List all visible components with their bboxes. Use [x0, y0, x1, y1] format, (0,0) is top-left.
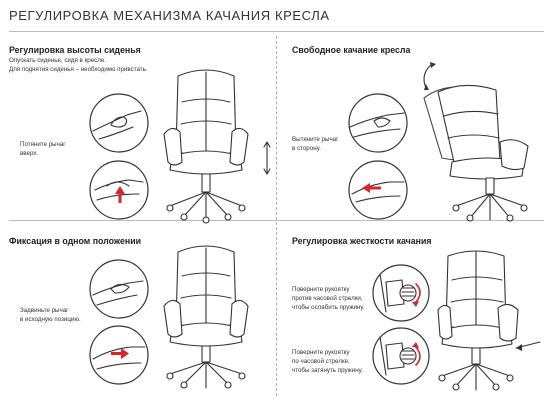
tension-loosen-line3: чтобы ослабить пружину. [292, 304, 365, 311]
section-heading-free-swing: Свободное качание кресла [292, 45, 411, 55]
swing-lever-detail-icon [348, 93, 408, 153]
tension-loosen-line2: против часовой стрелки, [292, 295, 363, 302]
section-divider-vertical [276, 36, 277, 396]
tension-loosen-line1: Поверните рукоятку [292, 286, 350, 293]
lever-detail-icon [89, 93, 149, 153]
lock-lever-detail-icon [89, 259, 149, 319]
section-heading-height: Регулировка высоты сиденья [9, 45, 141, 55]
tension-tighten-line1: Поверните рукоятку [292, 349, 350, 356]
knob-loosen-detail-icon [372, 264, 430, 322]
lock-lever-in-detail-icon [89, 325, 149, 385]
free-swing-instruction-line2: в сторону. [292, 145, 321, 152]
office-chair-icon [163, 69, 249, 224]
height-note-line1: Опускать сиденье, сидя в кресле. [9, 57, 107, 64]
office-chair-tension-icon [437, 250, 541, 391]
lock-instruction-line2: в исходную позицию. [20, 316, 81, 323]
tension-tighten-line3: чтобы затянуть пружину. [292, 367, 363, 374]
office-chair-locked-icon [163, 245, 249, 389]
reclining-chair-icon [423, 62, 529, 222]
height-arrow-icon [263, 141, 271, 175]
section-heading-lock: Фиксация в одном положении [9, 236, 142, 246]
lock-instruction-line1: Задвиньте рычаг [20, 307, 69, 314]
tension-tighten-line2: по часовой стрелке, [292, 358, 350, 365]
height-instruction-line1: Потяните рычаг [20, 141, 66, 148]
page-title: РЕГУЛИРОВКА МЕХАНИЗМА КАЧАНИЯ КРЕСЛА [9, 8, 330, 23]
knob-tighten-detail-icon [372, 327, 430, 385]
height-instruction-line2: вверх. [20, 150, 39, 157]
free-swing-instruction-line1: Вытяните рычаг [292, 136, 339, 143]
height-note-line2: Для поднятия сиденья – необходимо привст… [9, 66, 148, 73]
lever-up-detail-icon [89, 160, 149, 220]
section-heading-tension: Регулировка жесткости качания [292, 236, 432, 246]
title-divider [9, 31, 544, 32]
swing-lever-out-detail-icon [348, 160, 408, 220]
